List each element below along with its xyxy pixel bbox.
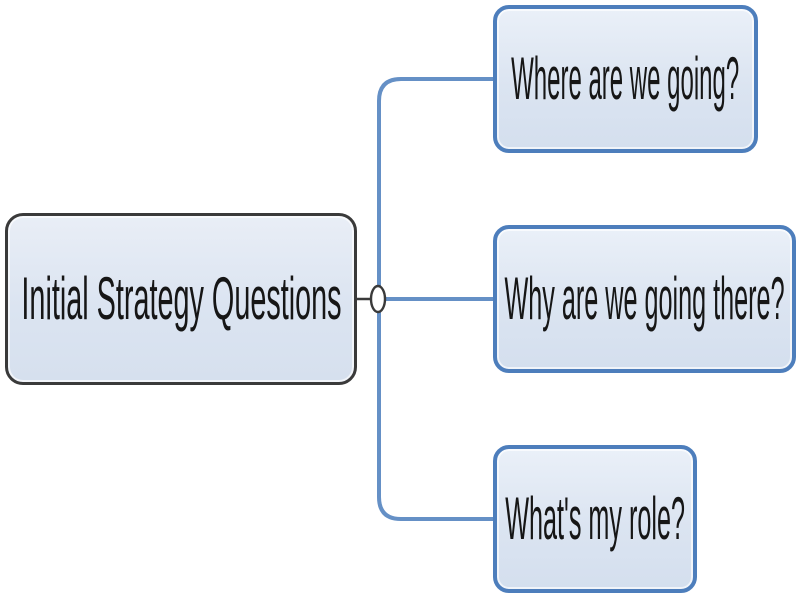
child-node-where-are-we-going[interactable]: Where are we going?	[493, 5, 758, 153]
child-node-label: What's my role?	[505, 485, 685, 552]
child-node-whats-my-role[interactable]: What's my role?	[493, 445, 697, 593]
child-node-label: Where are we going?	[511, 45, 740, 112]
child-node-why-are-we-going-there[interactable]: Why are we going there?	[493, 225, 796, 373]
connector-junction-dot	[369, 284, 387, 314]
child-node-label: Why are we going there?	[504, 265, 785, 332]
root-node-label: Initial Strategy Questions	[20, 265, 342, 332]
root-node[interactable]: Initial Strategy Questions	[5, 213, 357, 385]
